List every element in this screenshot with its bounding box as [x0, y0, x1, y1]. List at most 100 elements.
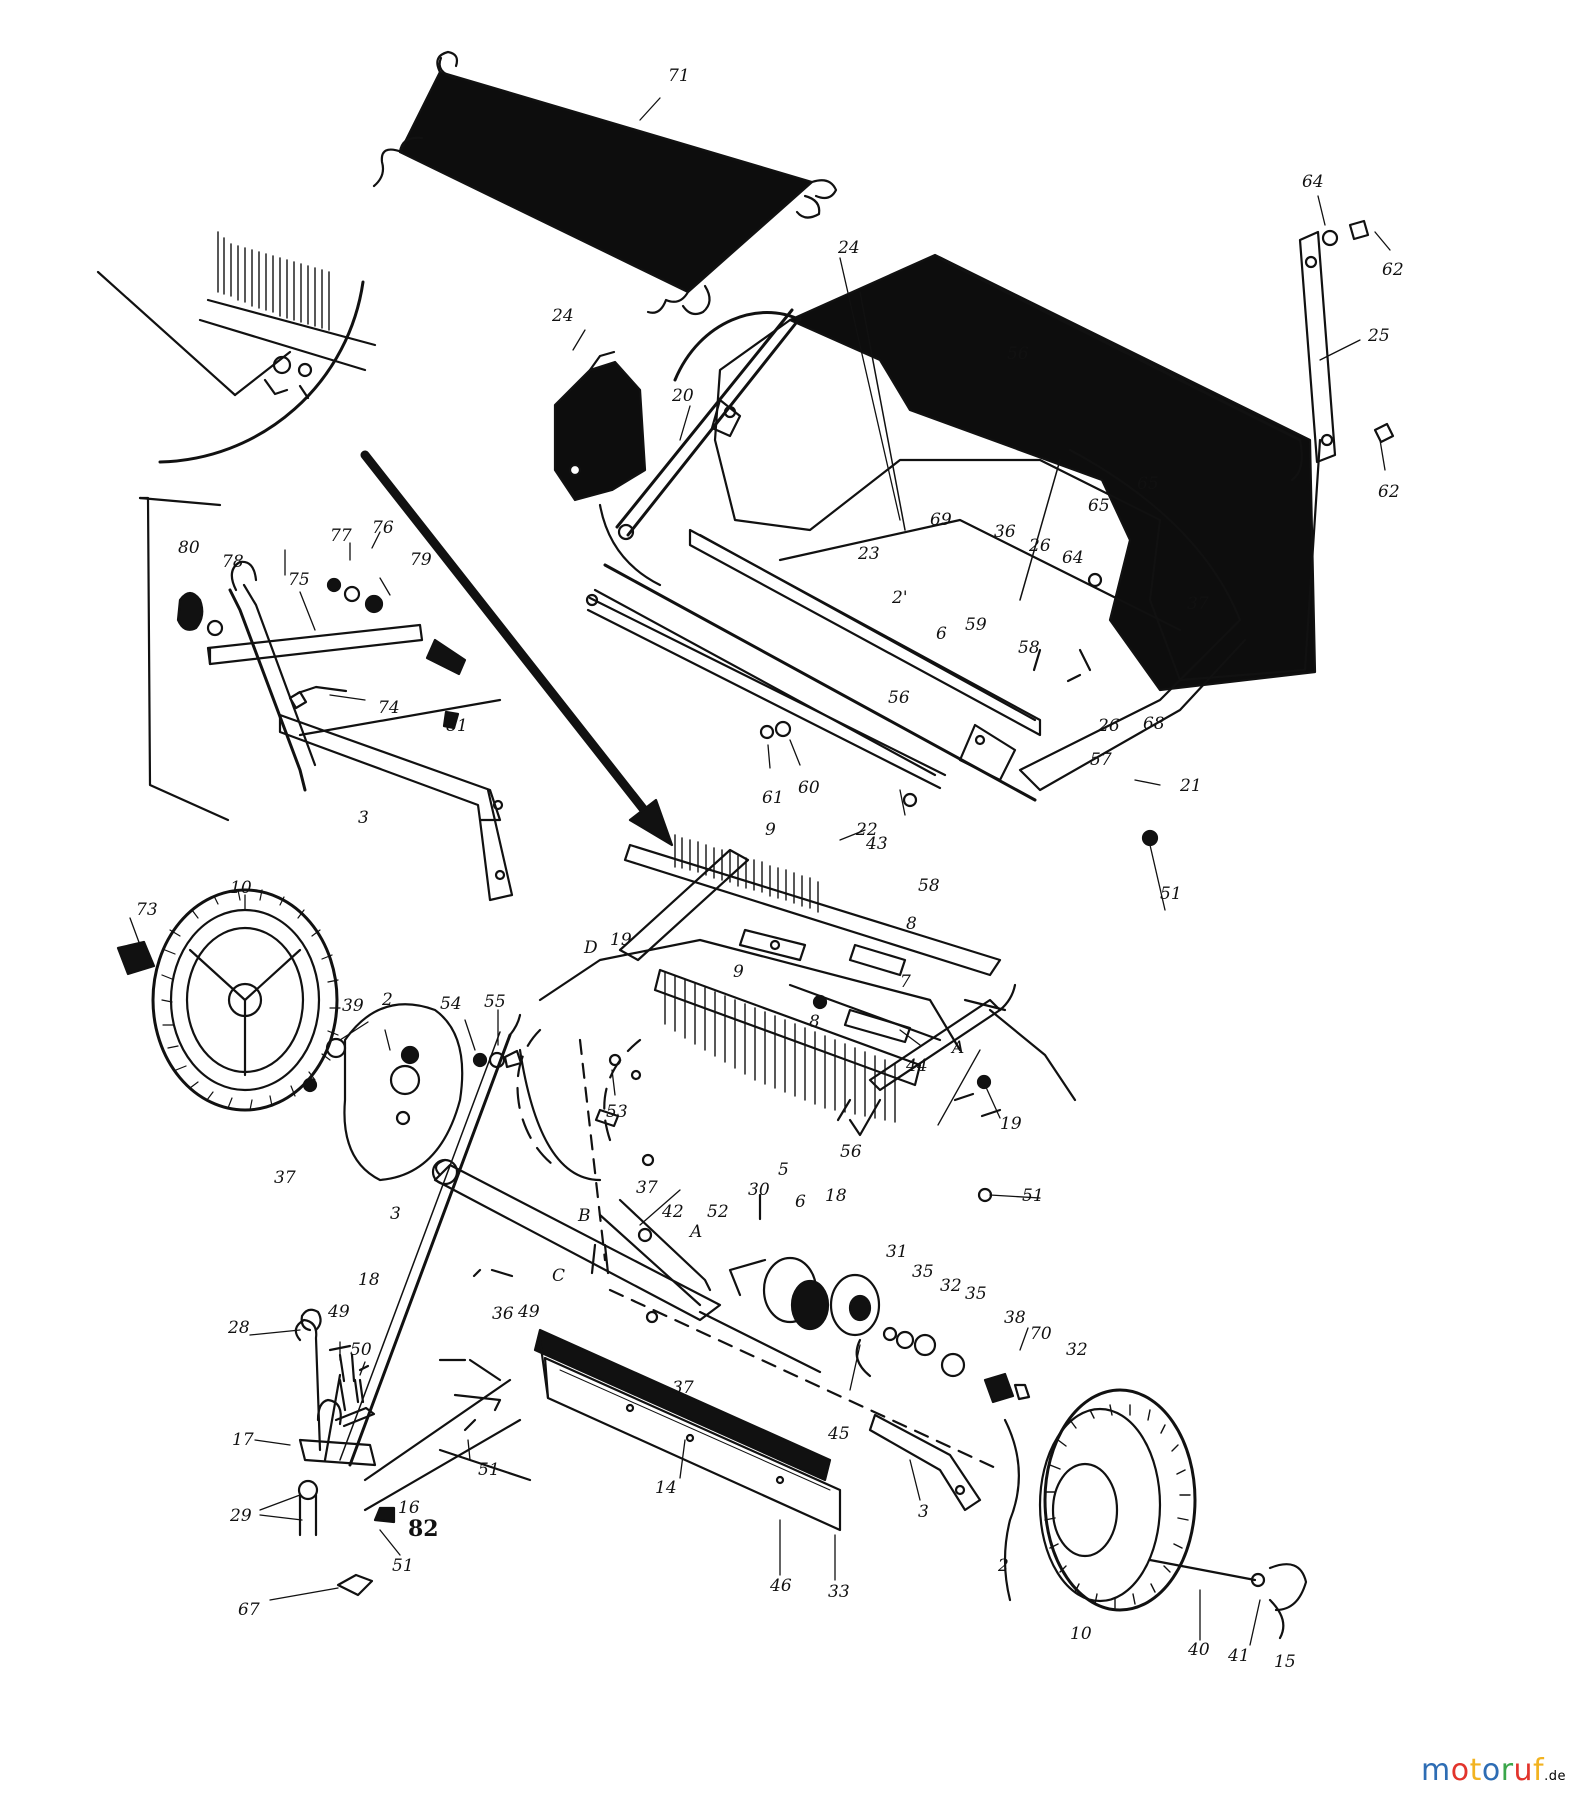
callout-39: 39 [342, 996, 364, 1016]
callout-2: 2 [998, 1556, 1009, 1576]
callout-65: 65 [1137, 474, 1159, 494]
callout-37: 37 [1187, 594, 1209, 614]
callout-6: 6 [936, 624, 947, 644]
callout-15: 15 [1274, 1652, 1296, 1672]
callout-75: 75 [288, 570, 310, 590]
callout-35: 35 [965, 1284, 987, 1304]
callout-49: 49 [328, 1302, 350, 1322]
callout-69: 69 [930, 510, 952, 530]
callout-B: B [578, 1206, 591, 1226]
callout-35: 35 [912, 1262, 934, 1282]
callout-10: 10 [230, 878, 252, 898]
connector-arm-part [868, 1413, 982, 1512]
callout-59: 59 [965, 615, 987, 635]
frame-tube-part [585, 593, 947, 790]
callout-71: 71 [668, 66, 690, 86]
callout-46: 46 [770, 1576, 792, 1596]
bracket-part [553, 350, 662, 587]
handle-upper-part [615, 308, 802, 541]
callout-3: 3 [390, 1204, 401, 1224]
hopper-bag-part [593, 253, 1322, 802]
callout-8: 8 [809, 1012, 820, 1032]
callout-A: A [952, 1038, 965, 1058]
callout-51: 51 [1022, 1186, 1044, 1206]
leader-lines [129, 97, 1391, 1646]
callout-26: 26 [1098, 716, 1120, 736]
callout-78: 78 [222, 552, 244, 572]
axle-rod-part [339, 1013, 522, 1467]
callout-9: 9 [765, 820, 776, 840]
callout-43: 43 [866, 834, 888, 854]
callout-42: 42 [662, 1202, 684, 1222]
callout-9: 9 [733, 962, 744, 982]
callout-D: D [584, 938, 598, 958]
callout-57: 57 [1090, 750, 1112, 770]
washer-part [774, 720, 792, 738]
callout-16: 16 [398, 1498, 420, 1518]
callout-20: 20 [672, 386, 694, 406]
main-frame-part [431, 848, 1077, 1472]
callout-31: 31 [886, 1242, 908, 1262]
callout-21: 21 [1180, 776, 1202, 796]
callout-29: 29 [230, 1506, 252, 1526]
callout-44: 44 [906, 1056, 928, 1076]
callout-68: 68 [1143, 714, 1165, 734]
scraper-blade-part [533, 1328, 842, 1532]
callout-18: 18 [825, 1186, 847, 1206]
callout-28: 28 [228, 1318, 250, 1338]
callout-24: 24 [552, 306, 574, 326]
callout-2: 2 [382, 990, 393, 1010]
callout-22: 22 [856, 820, 878, 840]
callout-53: 53 [606, 1102, 628, 1122]
callout-6: 6 [795, 1192, 806, 1212]
callout-38: 38 [1004, 1308, 1026, 1328]
callout-19: 19 [610, 930, 632, 950]
drive-gear-part [728, 1256, 1031, 1404]
callout-32: 32 [940, 1276, 962, 1296]
callout-7: 7 [900, 972, 911, 992]
callout-56: 56 [840, 1142, 862, 1162]
brush-strip-part [623, 834, 1002, 1044]
callout-74: 74 [378, 698, 400, 718]
detail-inset [96, 231, 377, 464]
callout-51: 51 [478, 1460, 500, 1480]
callout-37: 37 [636, 1178, 658, 1198]
callout-70: 70 [1030, 1324, 1052, 1344]
callout-36: 36 [492, 1304, 514, 1324]
nut-part [902, 792, 918, 808]
callout-45: 45 [828, 1424, 850, 1444]
callout-24: 24 [838, 238, 860, 258]
callout-55: 55 [484, 992, 506, 1012]
nut-part [759, 724, 775, 740]
callout-77: 77 [330, 526, 352, 546]
callout-50: 50 [350, 1340, 372, 1360]
callout-3: 3 [918, 1502, 929, 1522]
callout-81: 81 [446, 716, 468, 736]
callout-27: 2' [892, 588, 908, 608]
left-wheel-part [116, 888, 347, 1112]
callout-19: 19 [1000, 1114, 1022, 1134]
right-wheel-part [1003, 1388, 1308, 1640]
callout-A: A [690, 1222, 703, 1242]
callout-5: 5 [778, 1160, 789, 1180]
lever-assembly-part [294, 1318, 532, 1597]
callout-25: 25 [1368, 326, 1390, 346]
callout-37: 37 [274, 1168, 296, 1188]
callout-52: 52 [707, 1202, 729, 1222]
brand-watermark: motoruf.de [1421, 1753, 1566, 1788]
callout-62: 62 [1378, 482, 1400, 502]
callout-61: 61 [762, 788, 784, 808]
callout-C: C [552, 1266, 566, 1286]
brush-strip-part [653, 968, 922, 1123]
callout-62: 62 [1382, 260, 1404, 280]
callout-32: 32 [1066, 1340, 1088, 1360]
callout-17: 17 [232, 1430, 254, 1450]
handle-detail-group [138, 496, 514, 902]
callout-76: 76 [372, 518, 394, 538]
callout-51: 51 [1160, 884, 1182, 904]
callout-8: 8 [906, 914, 917, 934]
callout-58: 58 [1018, 638, 1040, 658]
callout-79: 79 [410, 550, 432, 570]
